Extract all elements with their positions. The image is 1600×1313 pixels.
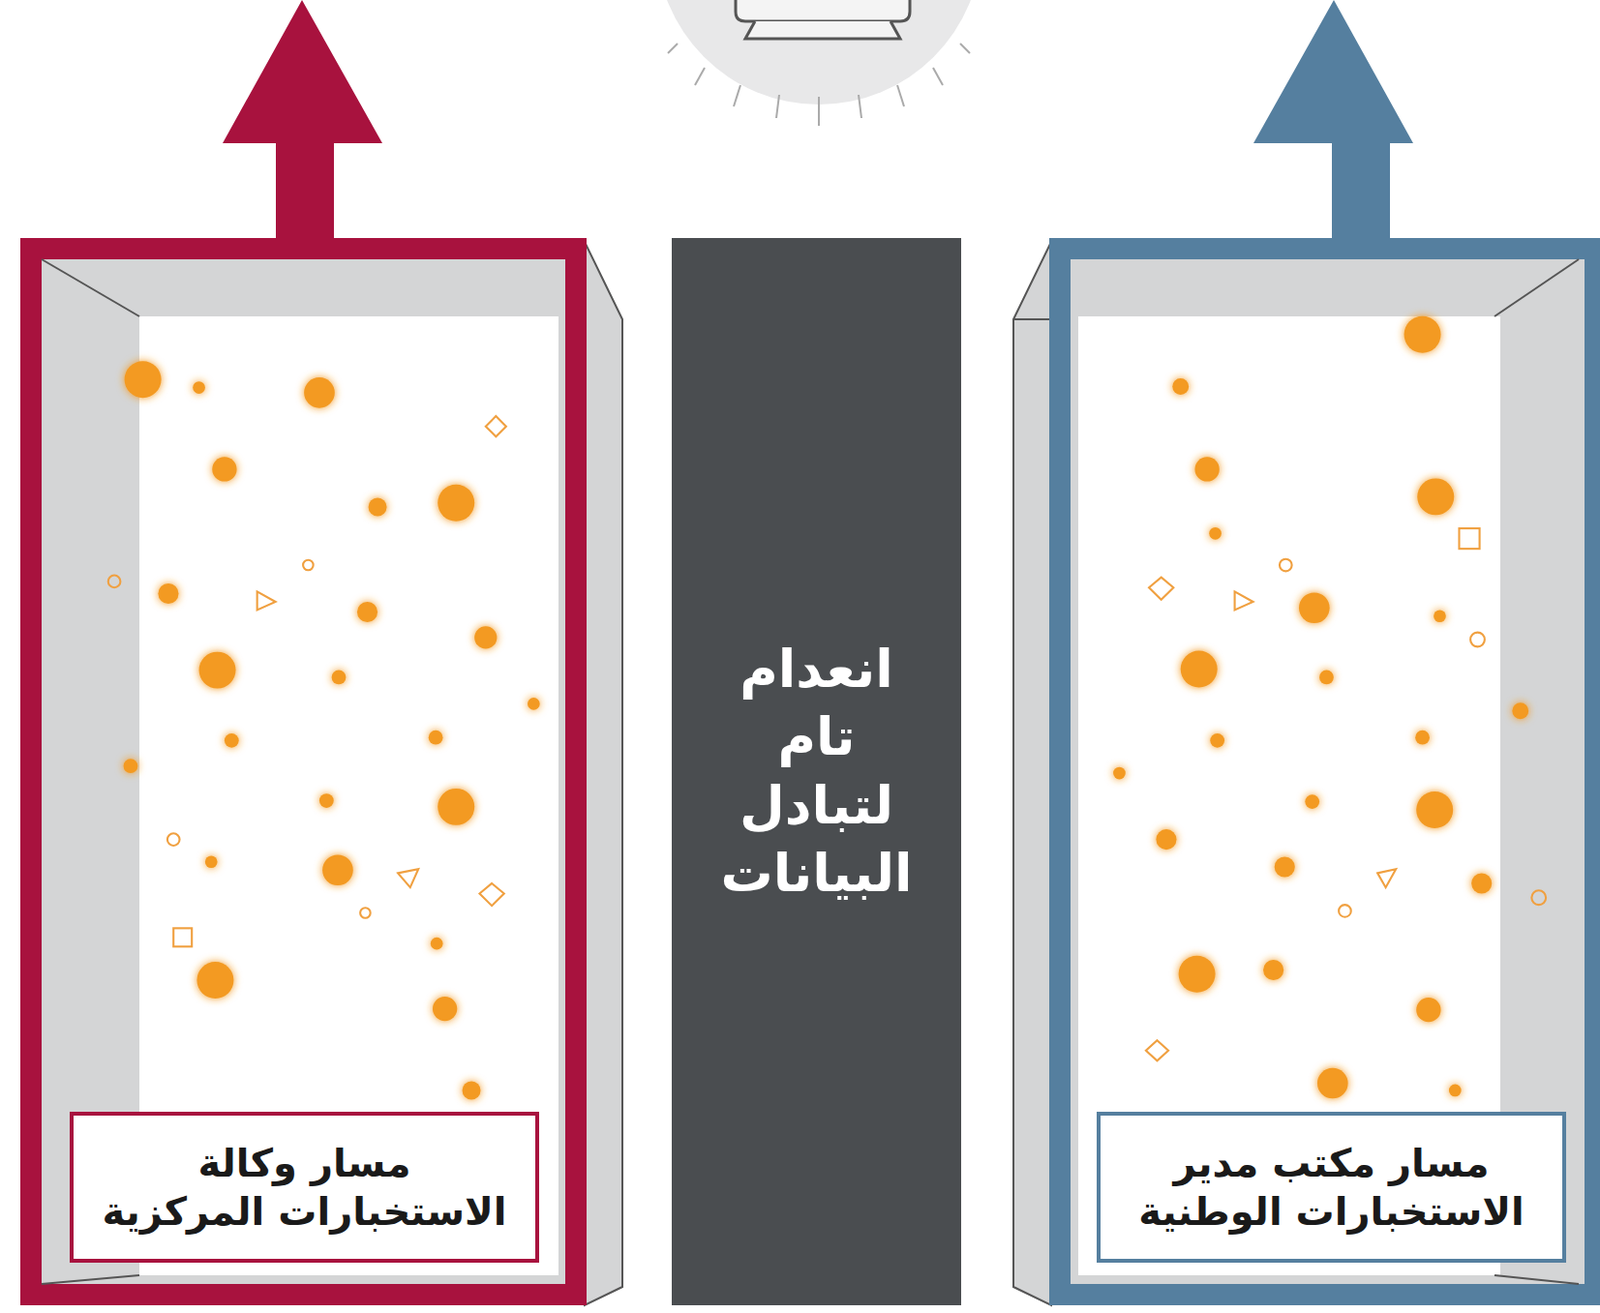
up-arrow (222, 0, 383, 242)
bevel-line (1494, 259, 1579, 317)
frame-side (1013, 241, 1052, 1306)
icon-halo (656, 0, 982, 105)
light-rays (667, 43, 970, 126)
particle-shapes (108, 416, 1546, 1061)
up-arrow (1253, 0, 1414, 242)
track-frame: مسار وكالة الاستخبارات المركزية (20, 238, 587, 1306)
track-frame: مسار مكتب مدير الاستخبارات الوطنية (1049, 238, 1600, 1306)
frame-pane (1078, 316, 1501, 1276)
separator-text: انعدام تام لتبادل البيانات (671, 635, 962, 908)
track-label: مسار وكالة الاستخبارات المركزية (69, 1112, 540, 1264)
data-particles (123, 316, 1530, 1101)
track-label: مسار مكتب مدير الاستخبارات الوطنية (1096, 1112, 1567, 1264)
monitor-icon (735, 0, 910, 22)
frame-side (584, 241, 623, 1306)
monitor-stand (745, 21, 901, 39)
bevel-line (41, 259, 140, 317)
separator-bar: انعدام تام لتبادل البيانات (671, 238, 962, 1306)
frame-pane (139, 316, 559, 1276)
bevel-line (1013, 318, 1052, 321)
bevel-line (1494, 1275, 1579, 1285)
bevel-line (41, 1275, 140, 1285)
